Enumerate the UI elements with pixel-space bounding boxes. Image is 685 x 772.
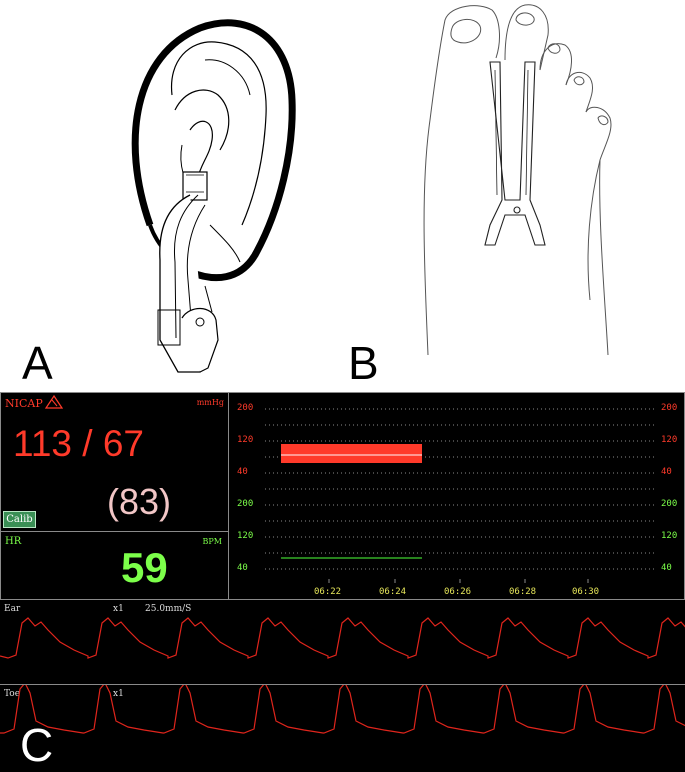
time-tick: 06:22 [314, 587, 342, 597]
panel-label-c: C [20, 719, 54, 771]
time-tick: 06:24 [379, 587, 407, 597]
bp-axis-tick-right: 120 [661, 435, 678, 445]
alarm-warning-icon [45, 395, 63, 409]
heart-rate-value: 59 [121, 544, 168, 591]
hr-axis-tick-right: 120 [661, 531, 678, 541]
hr-panel: HR BPM 59 [0, 531, 229, 600]
hr-title: HR [5, 536, 22, 547]
hr-axis-tick-left: 200 [237, 499, 254, 509]
toe-waveform-panel: Toe x1 [0, 684, 685, 772]
patient-monitor-screen: NICAP mmHg 113 / 67 (83) Calib HR BPM 59 [0, 392, 685, 772]
nicap-title: NICAP [5, 397, 43, 410]
time-tick: 06:28 [509, 587, 537, 597]
hr-unit: BPM [202, 537, 222, 546]
ear-wave-label: Ear [4, 604, 21, 614]
hr-axis-tick-left: 40 [237, 563, 248, 573]
ear-pulse-waveform [0, 617, 685, 659]
trend-grid [265, 408, 654, 583]
ear-wave-gain: x1 [113, 604, 124, 614]
hr-axis-tick-left: 120 [237, 531, 254, 541]
panel-label-b: B [348, 337, 379, 389]
device-illustrations [131, 4, 612, 373]
bp-axis-tick-left: 200 [237, 403, 254, 413]
ear-waveform-panel: Ear x1 25.0mm/S [0, 599, 685, 685]
toe-sensor-illustration [423, 4, 612, 356]
toe-wave-label: Toe [4, 689, 21, 699]
toe-wave-gain: x1 [113, 689, 124, 699]
calib-button[interactable]: Calib [3, 511, 36, 528]
nicap-unit: mmHg [196, 398, 224, 407]
bp-axis-tick-right: 40 [661, 467, 672, 477]
hr-axis-tick-right: 40 [661, 563, 672, 573]
mean-pressure-value: (83) [107, 481, 172, 522]
hr-axis-tick-right: 200 [661, 499, 678, 509]
blood-pressure-value: 113 / 67 [13, 423, 144, 464]
bp-trend-band [281, 444, 422, 463]
bp-axis-tick-right: 200 [661, 403, 678, 413]
nicap-panel: NICAP mmHg 113 / 67 (83) Calib [0, 392, 229, 532]
ear-wave-speed: 25.0mm/S [145, 604, 192, 614]
toe-pulse-waveform [0, 685, 685, 734]
time-tick: 06:26 [444, 587, 472, 597]
trend-panel: 200 120 40 200 120 40 200 120 40 200 120… [228, 392, 685, 600]
bp-axis-tick-left: 40 [237, 467, 248, 477]
ear-sensor-illustration [131, 19, 296, 373]
panel-label-a: A [22, 337, 53, 389]
bp-axis-tick-left: 120 [237, 435, 254, 445]
time-tick: 06:30 [572, 587, 600, 597]
